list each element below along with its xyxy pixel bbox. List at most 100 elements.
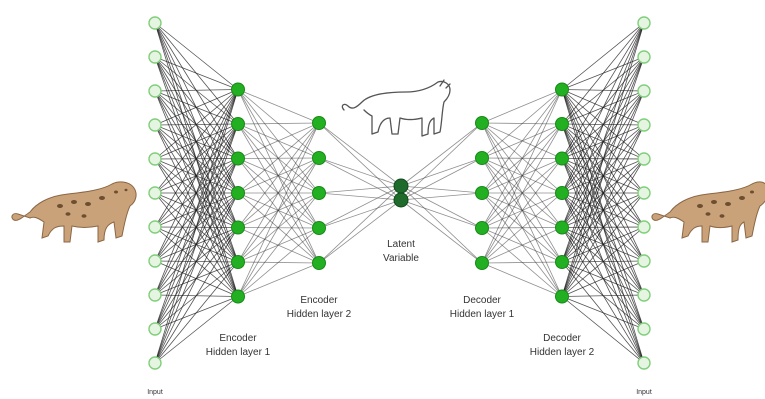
connection-encoder-hidden-1-4-to-encoder-hidden-2-0: [237, 122, 320, 228]
input-tiger-image: [11, 181, 137, 243]
encoder-hidden-1-node-0: [231, 82, 245, 97]
connection-input-9-to-encoder-hidden-1-0: [154, 89, 239, 330]
connection-decoder-hidden-2-0-to-output-0: [561, 22, 645, 90]
encoder-hidden-1-node-2: [231, 151, 245, 166]
encoder-hidden-2-label-line2: Hidden layer 2: [287, 309, 352, 320]
connection-decoder-hidden-2-6-to-output-9: [561, 296, 645, 330]
connection-input-7-to-encoder-hidden-1-0: [154, 89, 239, 262]
decoder-hidden-1-node-3: [475, 221, 489, 235]
output-node-1: [637, 50, 651, 64]
connection-decoder-hidden-2-4-to-output-0: [561, 22, 645, 228]
connection-input-10-to-encoder-hidden-1-5: [154, 261, 239, 364]
connection-decoder-hidden-1-4-to-decoder-hidden-2-4: [481, 227, 563, 264]
input-node-2: [148, 84, 162, 98]
latent-node-0: [393, 178, 409, 194]
connection-decoder-hidden-1-4-to-decoder-hidden-2-6: [481, 262, 563, 297]
connection-decoder-hidden-2-3-to-output-0: [561, 22, 645, 194]
connection-decoder-hidden-2-6-to-output-8: [561, 294, 645, 297]
input-node-8: [148, 288, 162, 302]
output-node-3: [637, 118, 651, 132]
connection-encoder-hidden-1-1-to-encoder-hidden-2-0: [237, 122, 320, 125]
latent-label-line2: Variable: [383, 253, 419, 264]
encoder-hidden-1-node-5: [231, 255, 245, 269]
input-label-right: Input: [636, 389, 652, 396]
input-node-10: [148, 356, 162, 370]
connection-decoder-hidden-2-2-to-output-0: [561, 22, 645, 159]
output-node-4: [637, 152, 651, 166]
connection-encoder-hidden-2-4-to-latent-0: [318, 185, 402, 264]
input-node-9: [148, 322, 162, 336]
decoder-hidden-2-node-2: [555, 151, 569, 166]
connection-input-0-to-encoder-hidden-1-0: [154, 22, 239, 90]
connection-encoder-hidden-2-1-to-latent-0: [318, 157, 402, 187]
input-node-1: [148, 50, 162, 64]
connection-decoder-hidden-2-6-to-output-1: [561, 56, 645, 297]
connection-latent-1-to-decoder-hidden-1-0: [400, 122, 483, 201]
connection-decoder-hidden-2-6-to-output-2: [561, 90, 645, 297]
encoder-hidden-1-node-4: [231, 220, 245, 235]
connection-latent-1-to-decoder-hidden-1-3: [400, 199, 483, 229]
neurons: [148, 16, 651, 370]
connection-input-1-to-encoder-hidden-1-0: [154, 56, 239, 90]
output-node-6: [637, 220, 651, 234]
connection-decoder-hidden-2-6-to-output-4: [561, 158, 645, 297]
encoder-hidden-1-label-line2: Hidden layer 1: [206, 347, 271, 358]
connection-input-10-to-encoder-hidden-1-6: [154, 296, 239, 364]
connection-input-10-to-encoder-hidden-1-1: [154, 123, 239, 364]
output-node-9: [637, 322, 651, 336]
latent-label-line1: Latent: [387, 239, 415, 250]
connection-decoder-hidden-2-6-to-output-3: [561, 124, 645, 297]
decoder-hidden-2-node-4: [555, 220, 569, 235]
encoder-hidden-2-node-0: [312, 116, 326, 130]
connection-encoder-hidden-1-6-to-encoder-hidden-2-1: [237, 157, 320, 297]
decoder-hidden-2-node-5: [555, 255, 569, 269]
connection-decoder-hidden-2-6-to-output-7: [561, 260, 645, 297]
decoder-hidden-1-node-2: [475, 186, 489, 200]
connection-decoder-hidden-1-0-to-decoder-hidden-2-0: [481, 89, 563, 124]
decoder-hidden-2-label-line2: Hidden layer 2: [530, 347, 595, 358]
decoder-hidden-1-node-1: [475, 151, 489, 165]
input-label-left: Input: [147, 389, 163, 396]
connection-decoder-hidden-1-4-to-decoder-hidden-2-3: [481, 192, 563, 264]
output-tiger-image: [651, 181, 765, 243]
encoder-hidden-2-node-3: [312, 221, 326, 235]
connection-decoder-hidden-2-6-to-output-0: [561, 22, 645, 297]
connection-encoder-hidden-1-6-to-encoder-hidden-2-2: [237, 192, 320, 297]
connection-latent-1-to-decoder-hidden-1-4: [400, 199, 483, 264]
connection-decoder-hidden-1-4-to-decoder-hidden-2-0: [481, 89, 563, 264]
decoder-hidden-2-node-3: [555, 186, 569, 200]
encoder-hidden-1-node-1: [231, 117, 245, 131]
connection-encoder-hidden-2-3-to-latent-1: [318, 199, 402, 229]
connection-decoder-hidden-2-1-to-output-0: [561, 22, 645, 125]
decoder-hidden-1-node-0: [475, 116, 489, 130]
connection-input-10-to-encoder-hidden-1-4: [154, 227, 239, 364]
input-node-7: [148, 254, 162, 268]
decoder-hidden-1-label-line2: Hidden layer 1: [450, 309, 515, 320]
connections: [154, 22, 645, 364]
connection-encoder-hidden-2-2-to-latent-0: [318, 185, 402, 194]
connection-input-2-to-encoder-hidden-1-0: [154, 89, 239, 92]
connection-latent-0-to-decoder-hidden-1-0: [400, 122, 483, 187]
latent-node-1: [393, 192, 409, 208]
decoder-hidden-2-label-line1: Decoder: [543, 333, 581, 344]
input-node-0: [148, 16, 162, 30]
encoder-hidden-1-label-line1: Encoder: [219, 333, 257, 344]
output-node-8: [637, 288, 651, 302]
input-node-4: [148, 152, 162, 166]
connection-decoder-hidden-1-4-to-decoder-hidden-2-1: [481, 123, 563, 264]
connection-input-3-to-encoder-hidden-1-0: [154, 89, 239, 126]
connection-decoder-hidden-1-2-to-decoder-hidden-2-0: [481, 89, 563, 194]
output-node-10: [637, 356, 651, 370]
input-node-3: [148, 118, 162, 132]
connection-decoder-hidden-1-1-to-decoder-hidden-2-0: [481, 89, 563, 159]
connection-decoder-hidden-2-5-to-output-0: [561, 22, 645, 263]
latent-tiger-sketch: [341, 79, 451, 137]
connection-decoder-hidden-1-3-to-decoder-hidden-2-0: [481, 89, 563, 229]
connection-latent-0-to-decoder-hidden-1-1: [400, 157, 483, 187]
decoder-hidden-2-node-1: [555, 117, 569, 131]
connection-encoder-hidden-1-2-to-encoder-hidden-2-0: [237, 122, 320, 159]
input-node-5: [148, 186, 162, 200]
connection-encoder-hidden-2-0-to-latent-0: [318, 122, 402, 187]
encoder-hidden-2-node-1: [312, 151, 326, 165]
